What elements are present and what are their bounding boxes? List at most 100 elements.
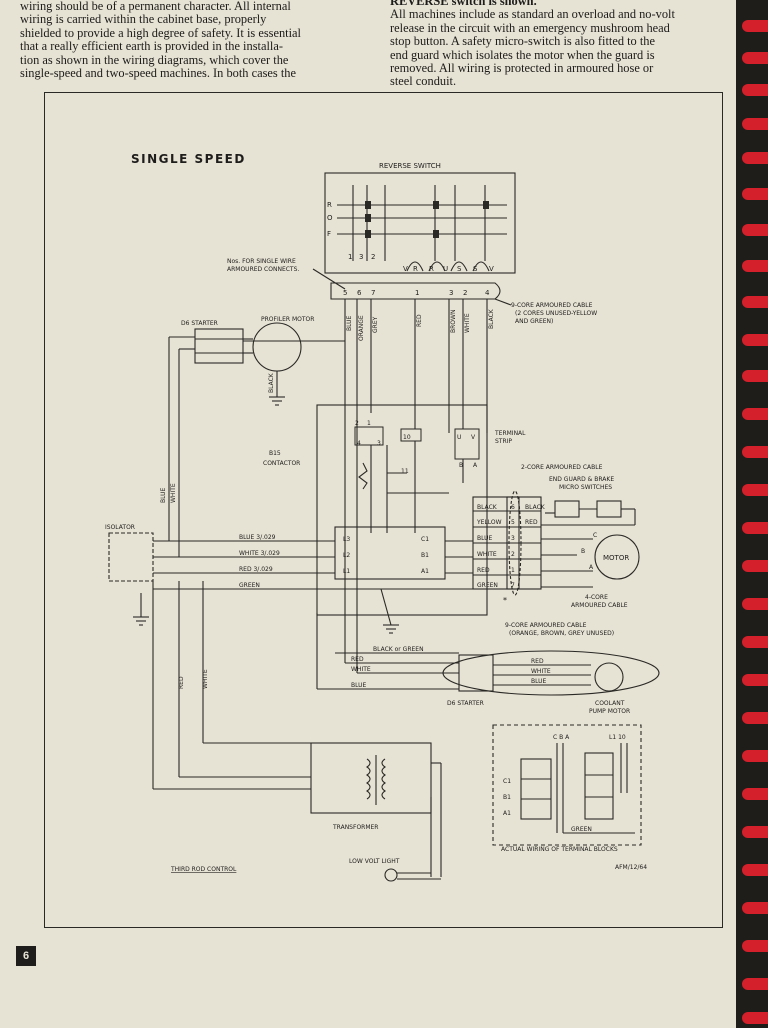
contactor-lines: L3 L2 L1 C1 B1 A1 (343, 536, 429, 575)
diagram-title: SINGLE SPEED (131, 152, 246, 166)
low-volt-light (384, 868, 398, 882)
transformer (310, 742, 432, 814)
manual-page: wiring should be of a permanent characte… (0, 0, 738, 1028)
terminal-num: 7 (511, 582, 515, 589)
terminal-num: 1 (511, 567, 515, 574)
cable-9core-top: 9-CORE ARMOURED CABLE (2 CORES UNUSED-YE… (494, 298, 597, 325)
ref-code: AFM/12/64 (615, 864, 647, 871)
third-rod-label: THIRD ROD CONTROL (170, 866, 237, 873)
inset-label: C1 (503, 778, 511, 785)
contactor-line: A1 (421, 568, 429, 575)
text-line: wiring should be of a permanent characte… (20, 0, 291, 13)
wire-color: WHITE (464, 313, 471, 333)
conduit-number: 1 (415, 289, 419, 297)
text-column-right: REVERSE switch is shown. All machines in… (390, 0, 708, 89)
contactor-line: L2 (343, 552, 350, 559)
switch-number: 3 (359, 253, 363, 261)
conduit-number: 4 (485, 289, 490, 297)
inset-label: A1 (503, 810, 511, 817)
text-line: steel conduit. (390, 74, 457, 89)
coolant-pump-motor (594, 662, 624, 692)
binding-ring (742, 522, 768, 534)
conduit-number: 3 (449, 289, 453, 297)
terminal-strip-label: TERMINAL (494, 430, 526, 437)
switch-terminal: R (413, 265, 418, 273)
switch-terminals: V R R U S S V (403, 265, 494, 273)
conduit-number: 2 (463, 289, 467, 297)
isolator-label: ISOLATOR (105, 524, 135, 531)
d6-starter-top-label: D6 STARTER (181, 320, 218, 327)
profiler-motor-label: PROFILER MOTOR (261, 316, 314, 323)
contactor-terminal: 4 (357, 440, 361, 447)
pump-wires-left: BLACK or GREEN RED WHITE BLUE (351, 646, 424, 689)
terminal-left: WHITE (477, 551, 497, 558)
cable-4core-label: ARMOURED CABLE (571, 602, 628, 609)
wire-color: WHITE (170, 483, 177, 503)
switch-terminal: S (473, 265, 478, 273)
terminal-rows: BLACK 6 BLACK YELLOW 5 RED BLUE 3 WHITE … (472, 496, 546, 590)
pump-wire: BLUE (531, 678, 547, 685)
vertical-wire-colors: BLUE ORANGE GREY RED BROWN WHITE BLACK (346, 308, 495, 341)
binding-ring (742, 52, 768, 64)
binding-ring (742, 598, 768, 610)
inset-label: GREEN (571, 826, 592, 833)
cable-2core-label: 2-CORE ARMOURED CABLE (521, 464, 603, 471)
contactor-terminal: 1 (367, 420, 371, 427)
switch-numbers: 1 3 2 (348, 253, 375, 261)
switch-terminal-loops (406, 261, 490, 272)
pump-wire: WHITE (351, 666, 371, 673)
wiring-diagram-svg: SINGLE SPEED REVERSE SWITCH R O F (105, 152, 660, 882)
pump-wire: RED (531, 658, 544, 665)
terminal-strip (454, 428, 480, 460)
left-wire-colors: RED WHITE (178, 669, 209, 689)
terminal-num: 6 (511, 504, 515, 511)
switch-terminal: R (429, 265, 434, 273)
asterisk-mark: * (503, 596, 507, 605)
main-wire-label: BLUE 3/.029 (239, 534, 276, 541)
main-lines (153, 521, 473, 590)
coolant-pump-label: COOLANT (595, 700, 625, 707)
switch-terminal: U (443, 265, 448, 273)
micro-switch (554, 500, 580, 518)
wire-color: BLACK (488, 308, 495, 329)
binding-ring (742, 788, 768, 800)
cable-label-line: 9-CORE ARMOURED CABLE (511, 302, 593, 309)
contactor-panel (316, 404, 488, 616)
cable-label-line: AND GREEN) (515, 318, 553, 325)
text-line: REVERSE switch is shown. (390, 0, 537, 8)
wire-color: RED (416, 314, 423, 327)
switch-row-label: R (327, 201, 332, 209)
page-number: 6 (16, 946, 36, 966)
contactor-label: CONTACTOR (263, 460, 300, 467)
pump-wire: BLUE (351, 682, 367, 689)
binding-ring (742, 864, 768, 876)
main-wire-labels: BLUE 3/.029 WHITE 3/.029 RED 3/.029 GREE… (239, 534, 280, 589)
inset-labels: C B A L1 10 C1 B1 A1 GREEN (503, 734, 626, 833)
terminal-left: GREEN (477, 582, 498, 589)
binding-ring (742, 370, 768, 382)
binding-ring (742, 334, 768, 346)
switch-rows: R O F (327, 185, 507, 261)
contactor-coil (354, 426, 384, 446)
wire-color: GREY (372, 316, 379, 333)
micro-switch (596, 500, 622, 518)
motor-terminal: B (581, 548, 585, 555)
binding-ring (742, 1012, 768, 1024)
text-line: that a really efficient earth is provide… (20, 39, 283, 54)
terminal-left: BLACK (477, 504, 498, 511)
terminal-strip-label: STRIP (495, 438, 512, 445)
wire-color: BLUE (346, 315, 353, 331)
contactor-main (334, 526, 446, 580)
motor-label: MOTOR (603, 554, 629, 562)
end-guard-label: END GUARD & BRAKE (549, 476, 614, 483)
reverse-switch-label: REVERSE SWITCH (379, 162, 441, 170)
wire-color: RED (178, 676, 185, 689)
pump-wire: WHITE (531, 668, 551, 675)
vertical-wire-bundle (344, 299, 488, 533)
binding-ring (742, 118, 768, 130)
wire-color: ORANGE (358, 315, 365, 341)
terminal-left: RED (477, 567, 490, 574)
low-volt-light-label: LOW VOLT LIGHT (349, 858, 400, 865)
coolant-pump-label: PUMP MOTOR (589, 708, 630, 715)
reverse-switch-box (324, 172, 516, 274)
